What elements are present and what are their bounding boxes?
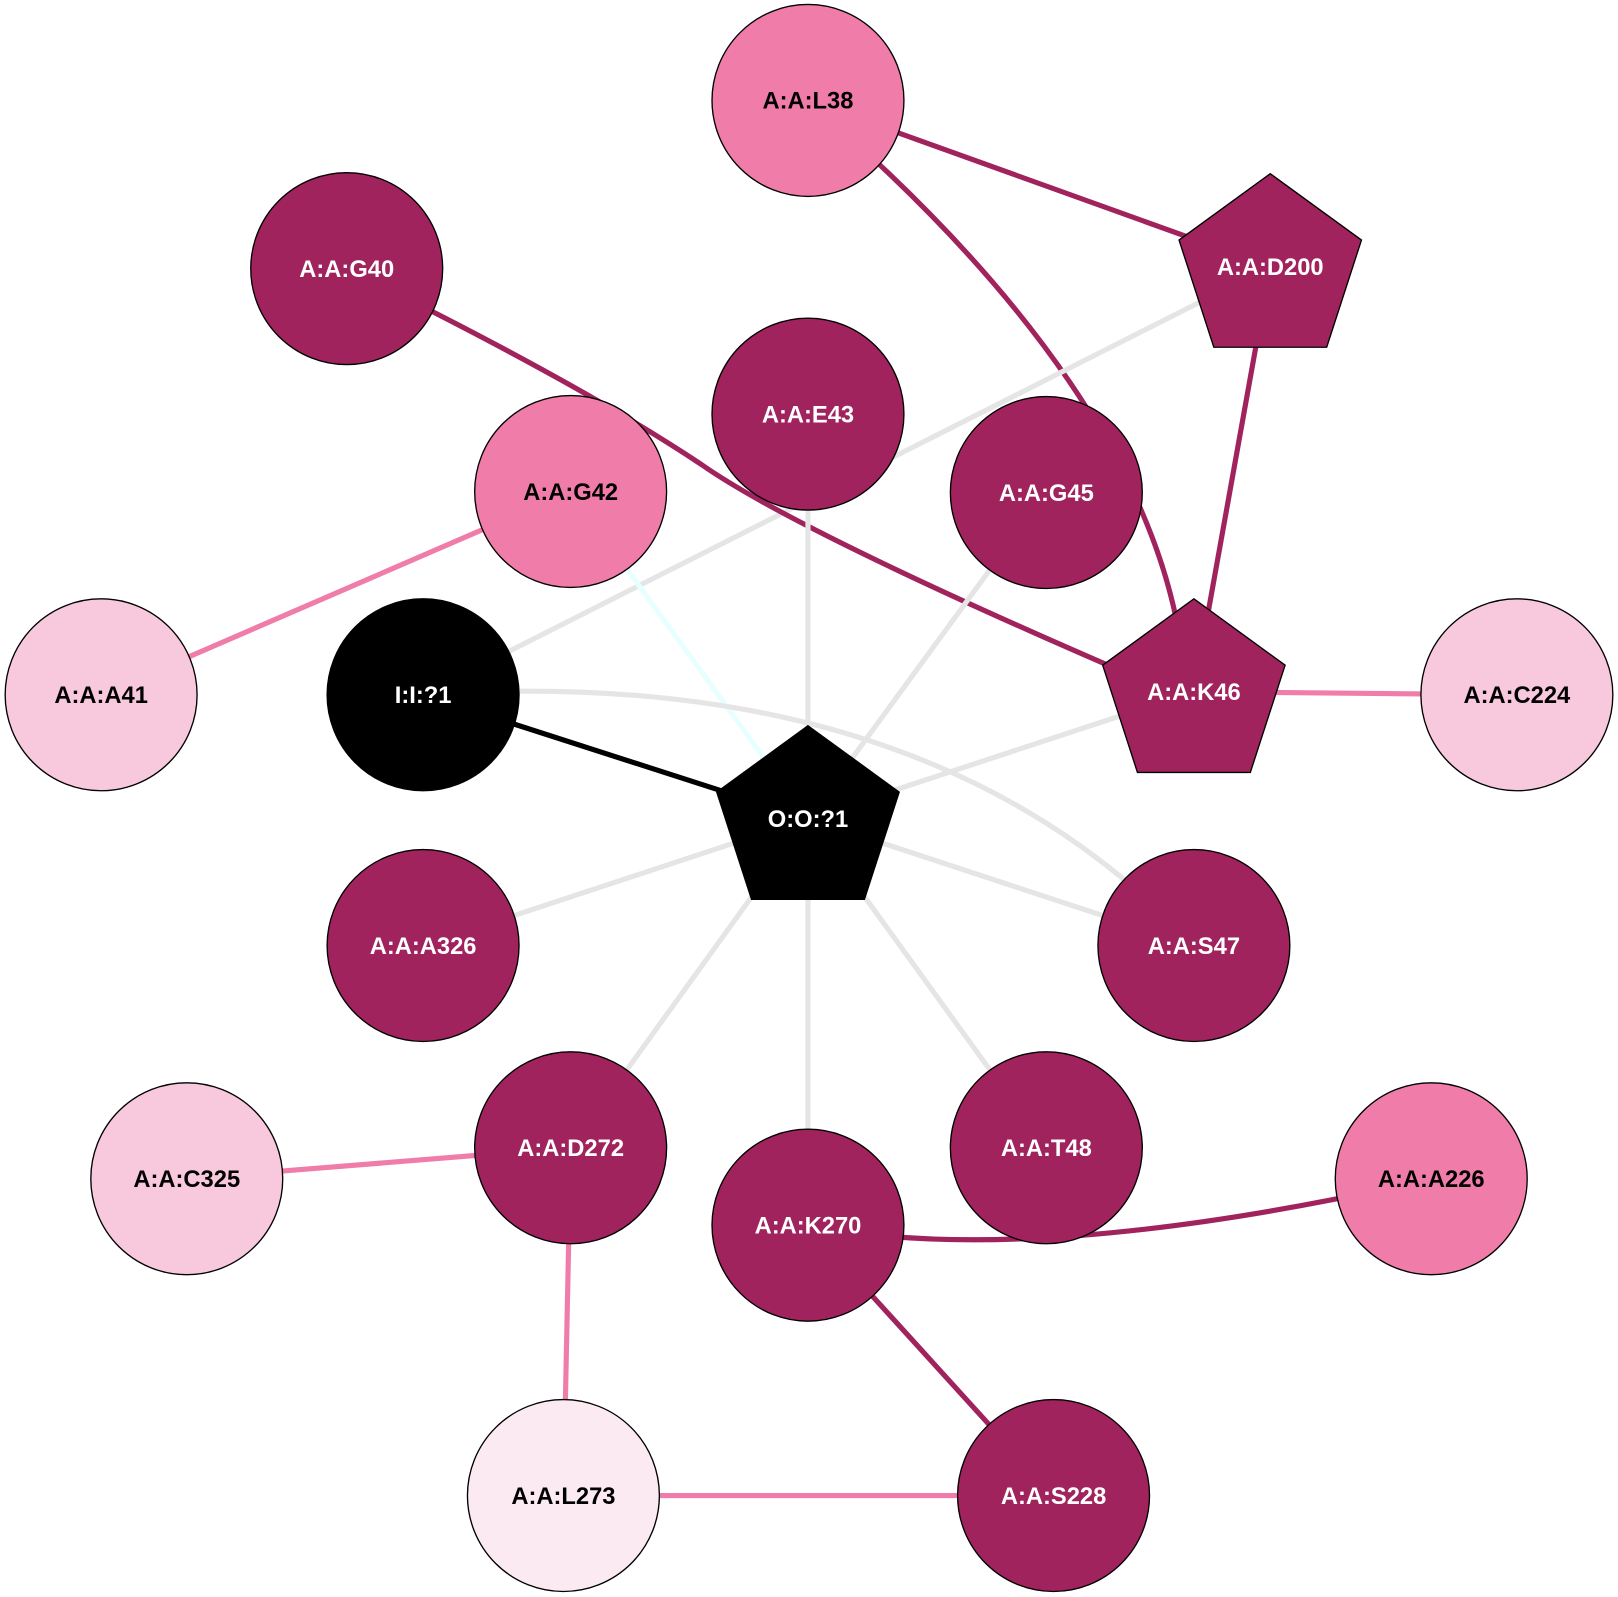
circle-shape (711, 1128, 905, 1322)
node-label: A:A:A226 (1378, 1167, 1485, 1193)
node-label: A:A:L273 (511, 1484, 615, 1510)
node-s47[interactable]: A:A:S47 (1097, 848, 1291, 1043)
node-a326[interactable]: A:A:A326 (326, 848, 520, 1043)
circle-shape (326, 848, 520, 1043)
node-label: A:A:C325 (133, 1167, 240, 1193)
node-c325[interactable]: A:A:C325 (90, 1082, 284, 1276)
node-k270[interactable]: A:A:K270 (711, 1128, 905, 1322)
pentagon-shape (1101, 598, 1286, 774)
node-label: A:A:T48 (1001, 1136, 1092, 1162)
node-label: A:A:G40 (299, 257, 394, 283)
node-label: A:A:A41 (54, 683, 148, 709)
node-g45[interactable]: A:A:G45 (949, 395, 1143, 590)
edge-i1-s47 (422, 688, 1196, 948)
node-label: A:A:C224 (1463, 683, 1571, 709)
node-label: A:A:L38 (762, 89, 853, 115)
node-o1[interactable]: O:O:?1 (715, 724, 900, 900)
node-i1[interactable]: I:I:?1 (326, 598, 520, 792)
circle-shape (711, 317, 905, 511)
node-label: I:I:?1 (395, 683, 452, 709)
circle-shape (949, 395, 1143, 590)
circle-shape (949, 1051, 1143, 1245)
node-label: A:A:K270 (755, 1213, 862, 1239)
circle-shape (473, 1051, 668, 1245)
circle-shape (90, 1082, 284, 1276)
circle-shape (711, 3, 905, 198)
node-d200[interactable]: A:A:D200 (1178, 172, 1363, 348)
node-label: A:A:K46 (1147, 680, 1241, 706)
node-t48[interactable]: A:A:T48 (949, 1051, 1143, 1245)
circle-shape (473, 394, 668, 589)
node-label: A:A:D272 (517, 1136, 624, 1162)
node-label: A:A:E43 (762, 402, 854, 428)
edge-l38-k46 (806, 98, 1179, 620)
node-label: O:O:?1 (768, 807, 848, 833)
node-g40[interactable]: A:A:G40 (250, 171, 444, 366)
pentagon-shape (1178, 172, 1363, 348)
node-l38[interactable]: A:A:L38 (711, 3, 905, 198)
node-s228[interactable]: A:A:S228 (956, 1398, 1151, 1593)
node-label: A:A:S228 (1001, 1484, 1106, 1510)
circle-shape (1097, 848, 1291, 1043)
circle-shape (956, 1398, 1151, 1593)
circle-shape (250, 171, 444, 366)
node-k46[interactable]: A:A:K46 (1101, 598, 1286, 774)
node-a41[interactable]: A:A:A41 (4, 598, 198, 792)
node-label: A:A:S47 (1148, 934, 1240, 960)
node-label: A:A:A326 (370, 934, 477, 960)
node-l273[interactable]: A:A:L273 (466, 1398, 661, 1593)
node-e43[interactable]: A:A:E43 (711, 317, 905, 511)
node-c224[interactable]: A:A:C224 (1420, 598, 1614, 792)
circle-shape (1334, 1082, 1528, 1276)
node-d272[interactable]: A:A:D272 (473, 1051, 668, 1245)
node-label: A:A:D200 (1217, 255, 1324, 281)
edge-g40-k46 (345, 266, 1195, 705)
circle-shape (466, 1398, 661, 1593)
pentagon-shape (715, 724, 900, 900)
node-label: A:A:G42 (523, 480, 618, 506)
circle-shape (1420, 598, 1614, 792)
circle-shape (4, 598, 198, 792)
circle-shape (326, 598, 520, 792)
node-a226[interactable]: A:A:A226 (1334, 1082, 1528, 1276)
node-label: A:A:G45 (999, 481, 1094, 507)
node-g42[interactable]: A:A:G42 (473, 394, 668, 589)
